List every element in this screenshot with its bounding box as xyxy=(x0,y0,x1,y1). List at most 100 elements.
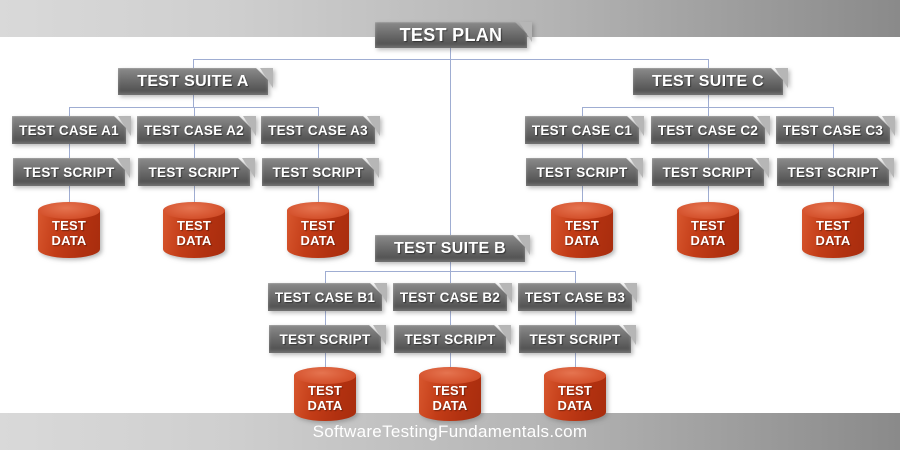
script-c3-bar: TEST SCRIPT xyxy=(777,158,889,186)
connector-line xyxy=(582,107,583,116)
case-c2-bar: TEST CASE C2 xyxy=(651,116,765,144)
connector-line xyxy=(450,311,451,325)
connector-line xyxy=(708,59,709,68)
data-a1-label: TEST DATA xyxy=(51,218,87,248)
connector-line xyxy=(833,107,834,116)
connector-line xyxy=(575,271,576,283)
connector-line xyxy=(318,107,319,116)
script-a1-node: TEST SCRIPT xyxy=(13,158,130,186)
data-c3-cylinder: TEST DATA xyxy=(802,202,864,258)
suite-a-node: TEST SUITE A xyxy=(118,68,273,95)
connector-line xyxy=(708,95,709,107)
case-c1-bar: TEST CASE C1 xyxy=(525,116,639,144)
cylinder-top-ellipse xyxy=(802,202,864,219)
case-b2-node: TEST CASE B2 xyxy=(393,283,512,311)
case-b3-node: TEST CASE B3 xyxy=(518,283,637,311)
case-a1-bar: TEST CASE A1 xyxy=(12,116,126,144)
connector-line xyxy=(582,186,583,203)
suite-b-label: TEST SUITE B xyxy=(393,239,507,257)
data-b3-cylinder: TEST DATA xyxy=(544,367,606,421)
test-plan-label: TEST PLAN xyxy=(399,24,503,45)
case-c2-label: TEST CASE C2 xyxy=(657,122,759,138)
script-c3-node: TEST SCRIPT xyxy=(777,158,894,186)
script-a2-label: TEST SCRIPT xyxy=(148,164,240,180)
connector-line xyxy=(450,48,451,235)
suite-c-label: TEST SUITE C xyxy=(651,72,765,90)
connector-line xyxy=(69,144,70,158)
footer-watermark: SoftwareTestingFundamentals.com xyxy=(312,422,588,441)
connector-line xyxy=(833,144,834,158)
cylinder-top-ellipse xyxy=(419,367,481,384)
connector-line xyxy=(194,144,195,158)
case-c2-node: TEST CASE C2 xyxy=(651,116,770,144)
script-b3-bar: TEST SCRIPT xyxy=(519,325,631,353)
suite-a-bar: TEST SUITE A xyxy=(118,68,268,95)
data-b1-label: TEST DATA xyxy=(307,383,343,413)
script-c3-label: TEST SCRIPT xyxy=(787,164,879,180)
connector-line xyxy=(582,107,833,108)
test-plan-node: TEST PLAN xyxy=(375,22,532,48)
case-b3-bar: TEST CASE B3 xyxy=(518,283,632,311)
cylinder-top-ellipse xyxy=(551,202,613,219)
case-a1-node: TEST CASE A1 xyxy=(12,116,131,144)
script-c1-node: TEST SCRIPT xyxy=(526,158,643,186)
case-a2-bar: TEST CASE A2 xyxy=(137,116,251,144)
data-a1-cylinder: TEST DATA xyxy=(38,202,100,258)
cylinder-top-ellipse xyxy=(163,202,225,219)
case-a3-bar: TEST CASE A3 xyxy=(261,116,375,144)
cylinder-top-ellipse xyxy=(294,367,356,384)
script-b1-node: TEST SCRIPT xyxy=(269,325,386,353)
case-a2-label: TEST CASE A2 xyxy=(144,122,244,138)
cylinder-top-ellipse xyxy=(38,202,100,219)
case-b1-node: TEST CASE B1 xyxy=(268,283,387,311)
script-b3-node: TEST SCRIPT xyxy=(519,325,636,353)
case-a3-label: TEST CASE A3 xyxy=(268,122,368,138)
script-c2-label: TEST SCRIPT xyxy=(662,164,754,180)
connector-line xyxy=(325,271,326,283)
connector-line xyxy=(194,107,195,116)
connector-line xyxy=(193,95,194,107)
connector-line xyxy=(582,144,583,158)
case-b2-bar: TEST CASE B2 xyxy=(393,283,507,311)
data-a2-cylinder: TEST DATA xyxy=(163,202,225,258)
data-a2-label: TEST DATA xyxy=(176,218,212,248)
case-a1-label: TEST CASE A1 xyxy=(19,122,119,138)
case-b1-label: TEST CASE B1 xyxy=(274,289,376,305)
case-c3-bar: TEST CASE C3 xyxy=(776,116,890,144)
connector-line xyxy=(325,353,326,368)
script-a1-bar: TEST SCRIPT xyxy=(13,158,125,186)
script-c1-bar: TEST SCRIPT xyxy=(526,158,638,186)
cylinder-top-ellipse xyxy=(287,202,349,219)
script-a3-node: TEST SCRIPT xyxy=(262,158,379,186)
connector-line xyxy=(708,186,709,203)
script-b2-node: TEST SCRIPT xyxy=(394,325,511,353)
connector-line xyxy=(833,186,834,203)
connector-line xyxy=(69,107,318,108)
data-c2-cylinder: TEST DATA xyxy=(677,202,739,258)
connector-line xyxy=(708,144,709,158)
connector-line xyxy=(450,262,451,271)
connector-line xyxy=(318,144,319,158)
connector-line xyxy=(325,311,326,325)
suite-b-node: TEST SUITE B xyxy=(375,235,530,262)
connector-line xyxy=(69,186,70,203)
connector-line xyxy=(450,353,451,368)
script-c1-label: TEST SCRIPT xyxy=(536,164,628,180)
script-c2-node: TEST SCRIPT xyxy=(652,158,769,186)
script-a3-label: TEST SCRIPT xyxy=(272,164,364,180)
case-c1-node: TEST CASE C1 xyxy=(525,116,644,144)
suite-b-bar: TEST SUITE B xyxy=(375,235,525,262)
script-b1-bar: TEST SCRIPT xyxy=(269,325,381,353)
case-b3-label: TEST CASE B3 xyxy=(524,289,626,305)
data-b1-cylinder: TEST DATA xyxy=(294,367,356,421)
script-c2-bar: TEST SCRIPT xyxy=(652,158,764,186)
data-a3-cylinder: TEST DATA xyxy=(287,202,349,258)
script-a3-bar: TEST SCRIPT xyxy=(262,158,374,186)
script-b3-label: TEST SCRIPT xyxy=(529,331,621,347)
case-a2-node: TEST CASE A2 xyxy=(137,116,256,144)
connector-line xyxy=(194,186,195,203)
data-c2-label: TEST DATA xyxy=(690,218,726,248)
cylinder-top-ellipse xyxy=(544,367,606,384)
case-b1-bar: TEST CASE B1 xyxy=(268,283,382,311)
